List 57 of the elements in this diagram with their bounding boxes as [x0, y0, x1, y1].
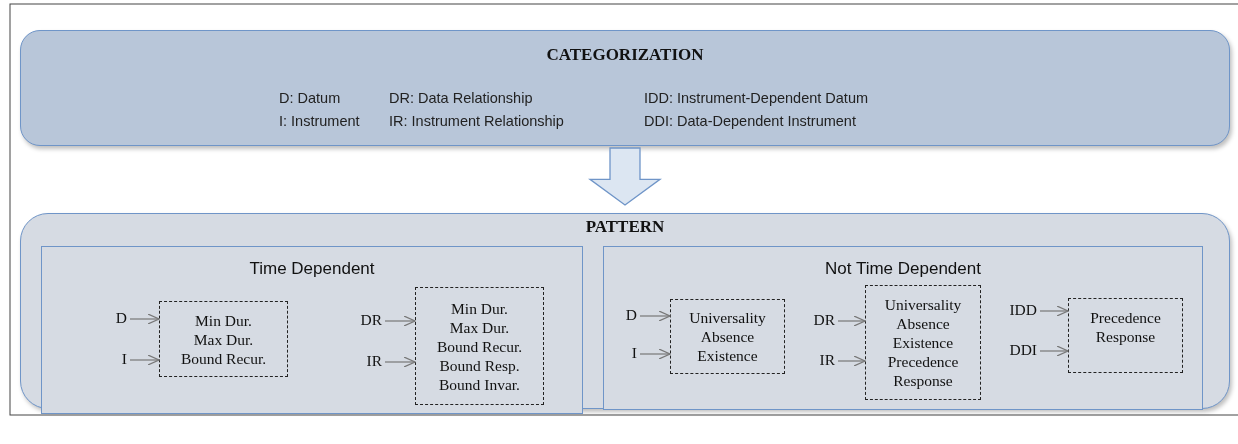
pattern-name: Existence — [697, 346, 758, 365]
input-label: DR — [790, 310, 835, 330]
pattern-name: Bound Recur. — [180, 348, 267, 368]
arrow — [1039, 345, 1069, 357]
abbreviation-definition: DR: Data Relationship — [389, 90, 533, 106]
abbreviation-definition: IR: Instrument Relationship — [389, 113, 564, 129]
section-heading: Not Time Dependent — [824, 259, 982, 279]
abbreviation-definition: I: Instrument — [279, 113, 360, 129]
arrow — [837, 355, 866, 367]
input-label: DDI — [987, 340, 1037, 360]
section-panel — [603, 246, 1203, 410]
panel-heading: CATEGORIZATION — [545, 45, 705, 65]
pattern-name: Universality — [689, 308, 766, 327]
pattern-box — [1068, 298, 1183, 373]
panel-heading: PATTERN — [584, 217, 666, 237]
input-label: I — [602, 343, 637, 363]
input-label: D — [602, 305, 637, 325]
pattern-name: Precedence — [887, 352, 959, 371]
abbreviation-definition: DDI: Data-Dependent Instrument — [644, 113, 856, 129]
section-panel — [41, 246, 583, 414]
pattern-name: Precedence — [1090, 308, 1161, 327]
pattern-name: Min Dur. — [451, 298, 508, 318]
input-label: IDD — [987, 300, 1037, 320]
categorization-panel — [20, 30, 1230, 146]
arrow — [837, 315, 866, 327]
pattern-name: Response — [893, 371, 953, 390]
pattern-box — [415, 287, 544, 405]
block-arrow — [588, 147, 662, 206]
pattern-name: Response — [1095, 327, 1156, 346]
input-label: IR — [790, 350, 835, 370]
input-label: I — [92, 349, 127, 369]
pattern-box — [159, 301, 288, 377]
pattern-name: Absence — [896, 314, 950, 333]
arrow — [129, 354, 160, 366]
pattern-name: Bound Recur. — [436, 336, 523, 356]
pattern-name: Bound Resp. — [439, 355, 520, 375]
input-label: IR — [337, 351, 382, 371]
input-label: D — [92, 308, 127, 328]
input-label: DR — [337, 310, 382, 330]
pattern-box — [670, 299, 785, 374]
pattern-name: Max Dur. — [193, 329, 254, 349]
arrow — [639, 348, 671, 360]
pattern-name: Bound Invar. — [439, 374, 520, 394]
section-heading: Time Dependent — [248, 259, 376, 279]
abbreviation-definition: IDD: Instrument-Dependent Datum — [644, 90, 869, 106]
pattern-name: Universality — [884, 295, 962, 314]
pattern-name: Max Dur. — [449, 317, 510, 337]
pattern-name: Existence — [892, 333, 954, 352]
arrow — [384, 315, 416, 327]
pattern-box — [865, 285, 981, 400]
pattern-name: Min Dur. — [195, 310, 252, 330]
pattern-name: Absence — [700, 327, 755, 346]
arrow — [384, 356, 416, 368]
arrow — [1039, 305, 1069, 317]
arrow — [639, 310, 671, 322]
arrow — [129, 313, 160, 325]
abbreviation-definition: D: Datum — [279, 90, 341, 106]
